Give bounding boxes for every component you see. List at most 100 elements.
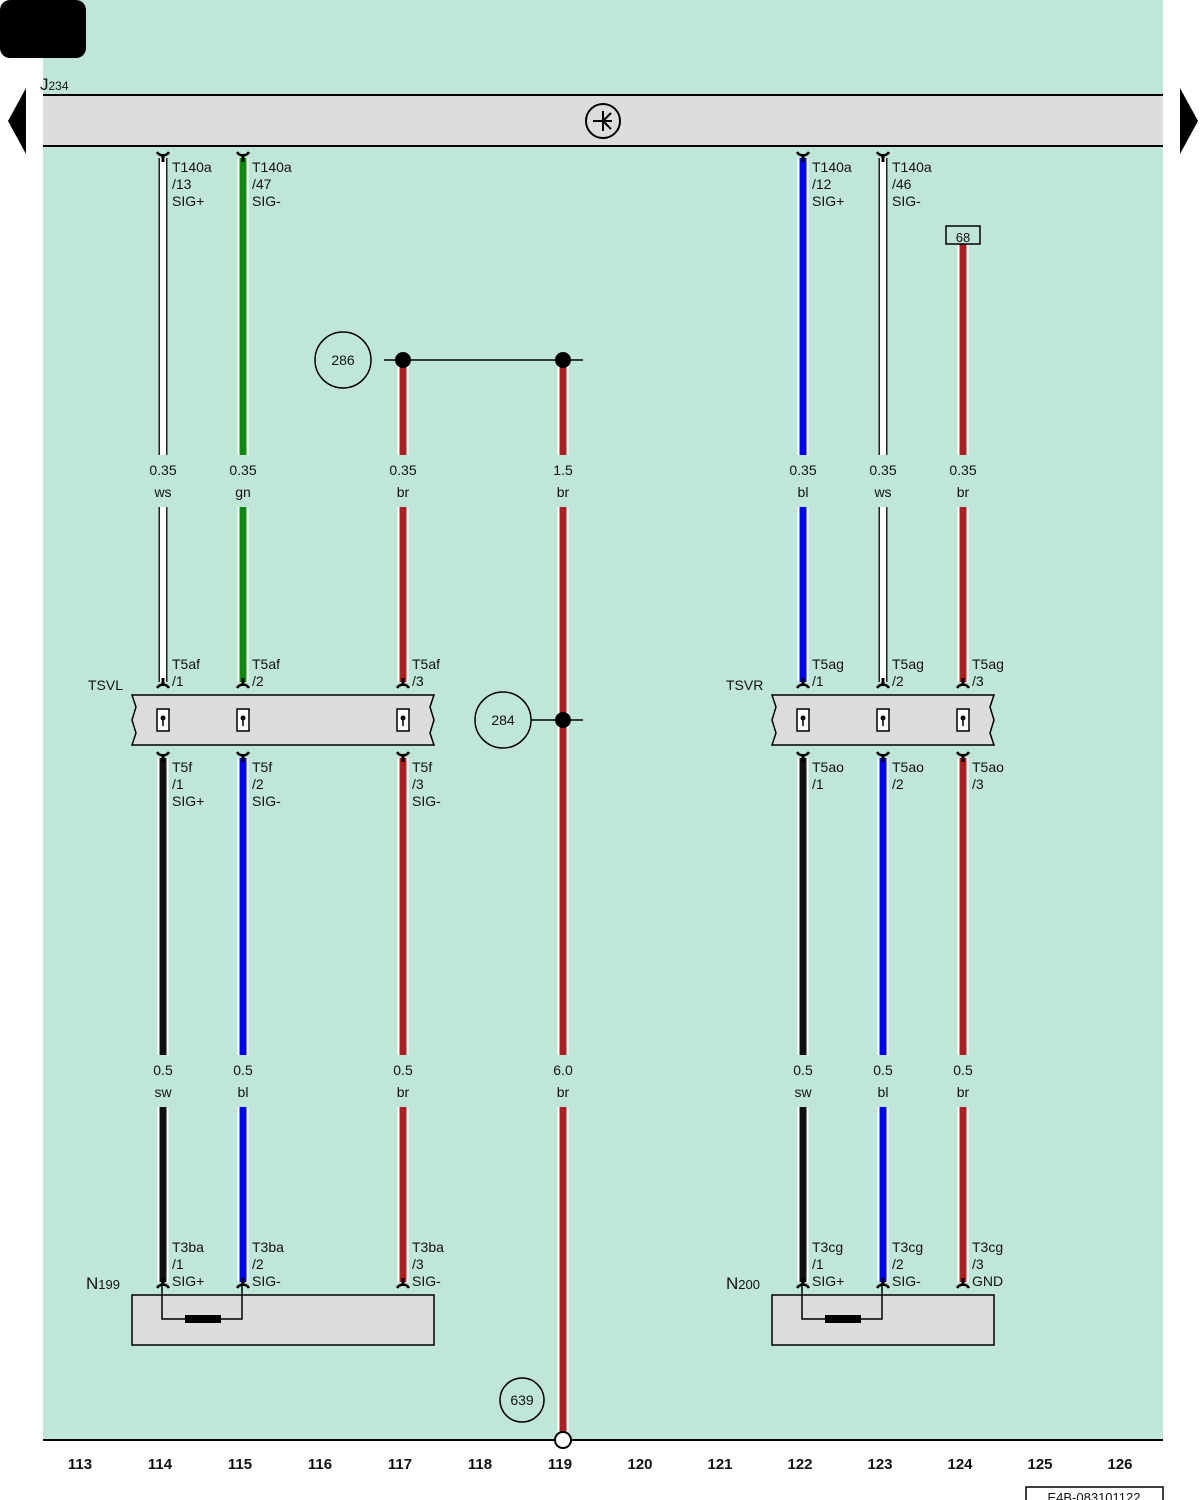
column-number-120: 120 bbox=[627, 1456, 652, 1473]
wire-w124b-size: 0.5 bbox=[953, 1062, 973, 1078]
wire-w119-top-color-code: br bbox=[557, 484, 570, 500]
wire-w123b-color-code: bl bbox=[878, 1084, 889, 1100]
pin-label-w123a-bot: T5ag bbox=[892, 656, 924, 672]
reference-286: 286 bbox=[331, 352, 355, 368]
column-number-126: 126 bbox=[1107, 1456, 1132, 1473]
pin-contact-icon bbox=[155, 751, 171, 762]
reference-639: 639 bbox=[510, 1392, 534, 1408]
previous-page-arrow-icon[interactable] bbox=[8, 88, 26, 154]
tsvr-label: TSVR bbox=[726, 677, 763, 693]
pin-contact-icon bbox=[235, 1278, 251, 1289]
pin-contact-icon bbox=[955, 1278, 971, 1289]
pin-label-w114b-top: T5f bbox=[172, 759, 192, 775]
pin-label-w115b-top: /2 bbox=[252, 776, 264, 792]
pin-label-w115b-bot: T3ba bbox=[252, 1239, 284, 1255]
pin-label-w115a-top: T140a bbox=[252, 159, 292, 175]
reference-circle-639 bbox=[499, 1377, 545, 1423]
column-number-118: 118 bbox=[468, 1456, 492, 1473]
n199-sensor bbox=[131, 1294, 435, 1346]
connector-pin-icon bbox=[876, 708, 890, 732]
pin-label-w122a-bot: T5ag bbox=[812, 656, 844, 672]
pin-label-w124a-bot: T5ag bbox=[972, 656, 1004, 672]
column-number-116: 116 bbox=[308, 1456, 332, 1473]
reference-box-68 bbox=[945, 225, 981, 245]
pin-label-w123b-bot: T3cg bbox=[892, 1239, 923, 1255]
pin-contact-icon bbox=[875, 151, 891, 162]
pin-contact-icon bbox=[235, 678, 251, 689]
pin-label-w114b-bot: /1 bbox=[172, 1256, 184, 1272]
wire-w115b-color-code: bl bbox=[238, 1084, 249, 1100]
pin-label-w123b-bot: /2 bbox=[892, 1256, 904, 1272]
next-page-arrow-icon[interactable] bbox=[1180, 88, 1198, 154]
pin-label-w124b-bot: /3 bbox=[972, 1256, 984, 1272]
column-number-121: 121 bbox=[707, 1456, 732, 1473]
pin-contact-icon bbox=[875, 751, 891, 762]
reference-68: 68 bbox=[956, 230, 970, 245]
pin-label-w114b-top: SIG+ bbox=[172, 793, 204, 809]
pin-contact-icon bbox=[155, 1278, 171, 1289]
pin-label-w123b-top: T5ao bbox=[892, 759, 924, 775]
column-number-125: 125 bbox=[1027, 1456, 1052, 1473]
pin-label-w122a-top: SIG+ bbox=[812, 193, 844, 209]
junction-dot bbox=[555, 712, 571, 728]
pin-contact-icon bbox=[395, 1278, 411, 1289]
wire-w114a-size: 0.35 bbox=[149, 462, 176, 478]
column-number-114: 114 bbox=[148, 1456, 173, 1473]
pin-contact-icon bbox=[955, 751, 971, 762]
junction-dot bbox=[395, 352, 411, 368]
pin-label-w123a-top: /46 bbox=[892, 176, 912, 192]
pin-label-w122a-bot: /1 bbox=[812, 673, 824, 689]
pin-label-w124b-bot: T3cg bbox=[972, 1239, 1003, 1255]
pin-label-w122b-top: /1 bbox=[812, 776, 824, 792]
pin-label-w117b-top: /3 bbox=[412, 776, 424, 792]
column-number-117: 117 bbox=[388, 1456, 412, 1473]
wire-w123b-size: 0.5 bbox=[873, 1062, 893, 1078]
label-layer: 0.35wsT140a/13SIG+T5af/10.35gnT140a/47SI… bbox=[149, 159, 1004, 1289]
pin-label-w122b-bot: /1 bbox=[812, 1256, 824, 1272]
pin-label-w117b-bot: /3 bbox=[412, 1256, 424, 1272]
doc-id: E4B-083101122 bbox=[1047, 1490, 1140, 1500]
connector-pin-icon bbox=[796, 708, 810, 732]
pin-label-w122a-top: T140a bbox=[812, 159, 852, 175]
wire-w117b-size: 0.5 bbox=[393, 1062, 413, 1078]
pin-label-w114a-top: SIG+ bbox=[172, 193, 204, 209]
reference-circle-286 bbox=[314, 331, 372, 389]
pin-label-w122a-top: /12 bbox=[812, 176, 832, 192]
wire-w122b-size: 0.5 bbox=[793, 1062, 813, 1078]
wire-w115a-size: 0.35 bbox=[229, 462, 256, 478]
pin-contact-icon bbox=[875, 678, 891, 689]
n200-label: N200 bbox=[726, 1274, 760, 1293]
pin-label-w122b-bot: T3cg bbox=[812, 1239, 843, 1255]
wire-w117a-color-code: br bbox=[397, 484, 410, 500]
wire-w122b-color-code: sw bbox=[794, 1084, 812, 1100]
pin-label-w114b-bot: T3ba bbox=[172, 1239, 204, 1255]
pin-label-w122b-top: T5ao bbox=[812, 759, 844, 775]
pin-label-w114a-top: T140a bbox=[172, 159, 212, 175]
pin-label-w123a-top: SIG- bbox=[892, 193, 921, 209]
wire-w119-bot-size: 6.0 bbox=[553, 1062, 573, 1078]
pin-label-w123a-bot: /2 bbox=[892, 673, 904, 689]
pin-contact-icon bbox=[395, 678, 411, 689]
pin-label-w122b-bot: SIG+ bbox=[812, 1273, 844, 1289]
pin-contact-icon bbox=[235, 151, 251, 162]
pin-label-w114b-top: /1 bbox=[172, 776, 184, 792]
wire-w117b-color-code: br bbox=[397, 1084, 410, 1100]
pin-label-w124a-bot: /3 bbox=[972, 673, 984, 689]
page-tab bbox=[0, 0, 86, 58]
wire-w124a-size: 0.35 bbox=[949, 462, 976, 478]
pin-label-w117b-top: T5f bbox=[412, 759, 432, 775]
pin-label-w117b-bot: SIG- bbox=[412, 1273, 441, 1289]
wire-w119-top-size: 1.5 bbox=[553, 462, 573, 478]
pin-label-w115b-bot: SIG- bbox=[252, 1273, 281, 1289]
pin-label-w115a-top: /47 bbox=[252, 176, 272, 192]
n200-coil-icon bbox=[801, 1282, 883, 1323]
wire-w115b-size: 0.5 bbox=[233, 1062, 253, 1078]
pin-label-w114b-bot: SIG+ bbox=[172, 1273, 204, 1289]
doc-id-box bbox=[1025, 1486, 1164, 1500]
reference-circle-284 bbox=[474, 691, 532, 749]
pin-contact-icon bbox=[155, 678, 171, 689]
wire-w117a-size: 0.35 bbox=[389, 462, 416, 478]
pin-label-w123b-bot: SIG- bbox=[892, 1273, 921, 1289]
n199-coil-icon bbox=[161, 1282, 243, 1323]
